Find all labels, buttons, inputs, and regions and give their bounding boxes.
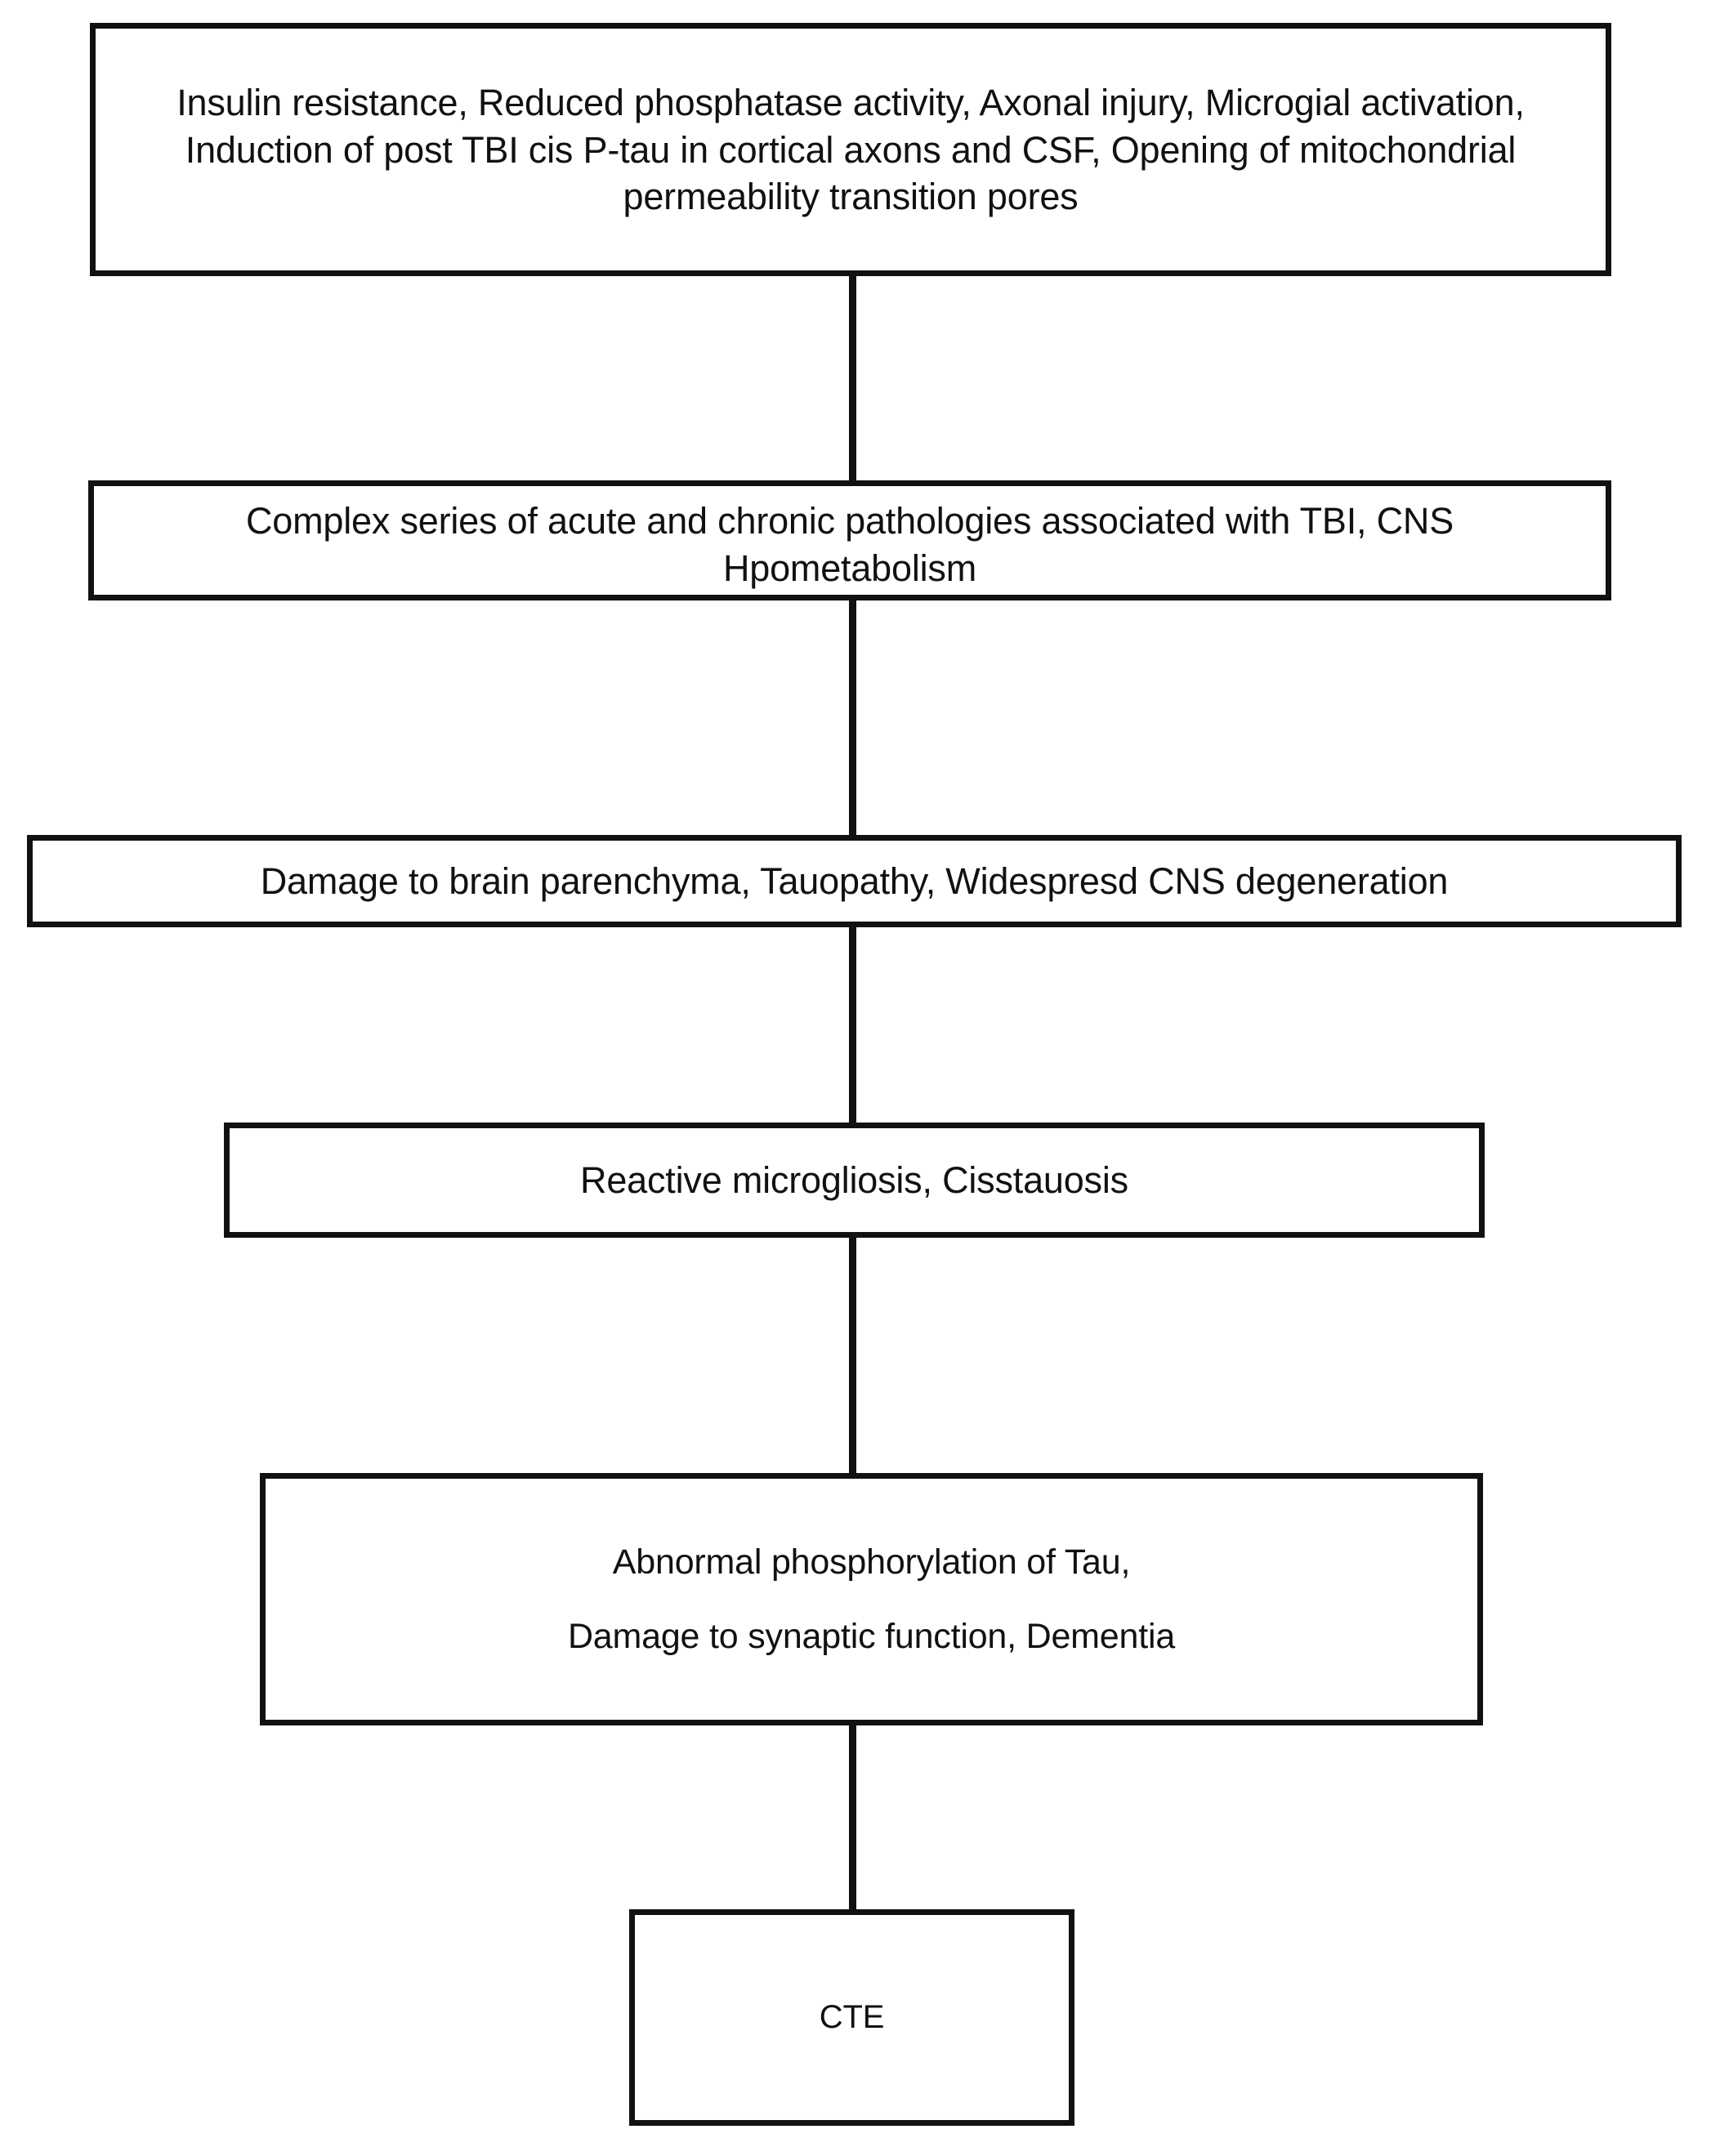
parenchyma-damage-box: Damage to brain parenchyma, Tauopathy, W… <box>27 835 1682 927</box>
node-5-line-1: Abnormal phosphorylation of Tau, <box>612 1542 1131 1582</box>
initial-pathology-box: Insulin resistance, Reduced phosphatase … <box>90 23 1611 276</box>
node-1-line-1: Insulin resistance, Reduced phosphatase … <box>176 82 1525 123</box>
connector-initial-to-pathologies <box>849 273 856 484</box>
connector-microgliosis-to-tau <box>849 1234 856 1476</box>
cte-outcome-box: CTE <box>629 1909 1074 2126</box>
node-4-line-1: Reactive microgliosis, Cisstauosis <box>580 1158 1128 1201</box>
node-6-line-1: CTE <box>819 1998 885 2035</box>
node-2-line-2: Hpometabolism <box>722 547 977 589</box>
node-1-line-3: permeability transition pores <box>623 176 1079 218</box>
node-3-line-1: Damage to brain parenchyma, Tauopathy, W… <box>260 859 1449 902</box>
connector-parenchyma-to-microgliosis <box>849 924 856 1126</box>
tau-phosphorylation-box: Abnormal phosphorylation of Tau, Damage … <box>260 1473 1483 1725</box>
node-2-line-1: Complex series of acute and chronic path… <box>245 500 1454 542</box>
node-1-line-2: Induction of post TBI cis P-tau in corti… <box>185 128 1517 171</box>
acute-chronic-pathologies-box: Complex series of acute and chronic path… <box>88 480 1611 600</box>
node-5-line-2: Damage to synaptic function, Dementia <box>567 1616 1176 1656</box>
microgliosis-box: Reactive microgliosis, Cisstauosis <box>224 1123 1485 1238</box>
connector-pathologies-to-parenchyma <box>849 597 856 838</box>
connector-tau-to-cte <box>849 1722 856 1913</box>
